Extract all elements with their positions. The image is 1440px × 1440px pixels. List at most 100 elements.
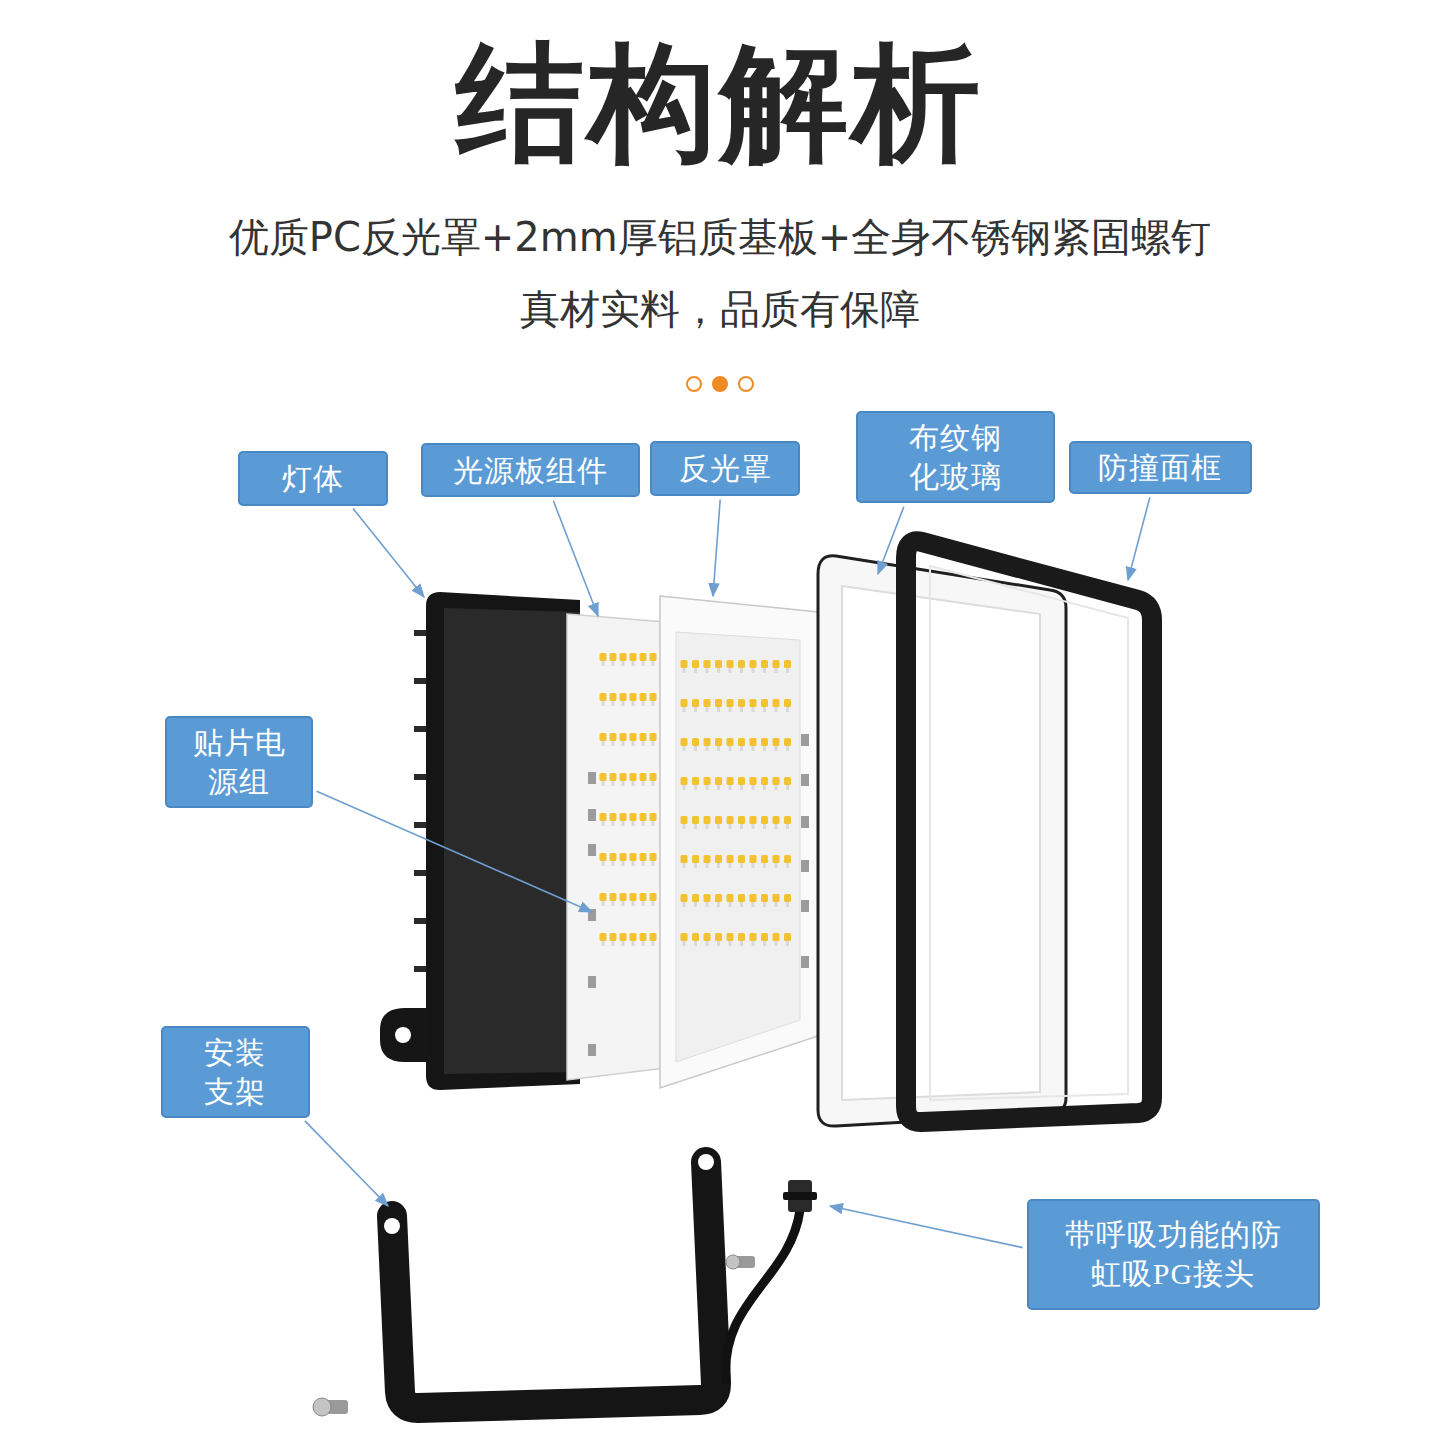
led-body [640,653,647,661]
mount-bracket [392,1162,716,1408]
led-body [681,738,688,746]
led-lead [612,861,615,866]
part-label: 灯体 [282,459,344,498]
led-lead [706,785,709,790]
bracket-hole [384,1218,400,1234]
led-lead [775,668,778,673]
led-chip [640,693,647,706]
led-body [761,738,768,746]
led-body [715,738,722,746]
leader-line [1128,497,1150,580]
led-body [600,933,607,941]
label-box: 灯体 [238,451,388,506]
led-chip [630,933,637,946]
led-lead [775,785,778,790]
led-body [750,933,757,941]
led-lead [632,821,635,826]
led-lead [763,707,766,712]
led-lead [775,941,778,946]
led-lead [740,785,743,790]
led-body [610,693,617,701]
led-body [715,933,722,941]
led-lead [632,661,635,666]
led-chip [640,853,647,866]
led-lead [602,901,605,906]
led-lead [642,701,645,706]
led-body [600,813,607,821]
led-body [704,660,711,668]
led-lead [642,901,645,906]
led-chip [715,660,722,673]
led-chip [681,816,688,829]
led-body [620,733,627,741]
glass-pane [842,586,1040,1100]
led-body [610,813,617,821]
led-lead [622,661,625,666]
led-chip [630,733,637,746]
led-body [761,660,768,668]
title-wrap: 结构解析 [0,18,1440,191]
led-body [773,816,780,824]
led-chip [761,894,768,907]
led-chip [727,777,734,790]
led-lead [683,707,686,712]
led-body [640,733,647,741]
led-chip [738,894,745,907]
led-body [692,660,699,668]
led-body [704,699,711,707]
led-lead [694,707,697,712]
led-chip [610,813,617,826]
led-chip [620,773,627,786]
led-lead [775,824,778,829]
led-body [692,738,699,746]
leader-line [305,1121,388,1206]
led-body [692,816,699,824]
led-body [630,653,637,661]
led-body [600,893,607,901]
led-lead [729,668,732,673]
led-body [692,855,699,863]
led-chip [692,738,699,751]
led-chip [692,699,699,712]
led-body [704,738,711,746]
led-chip [681,699,688,712]
led-chip [727,816,734,829]
led-body [610,773,617,781]
led-lead [717,941,720,946]
led-body [610,893,617,901]
led-chip [738,816,745,829]
led-lead [652,821,655,826]
leader-line [553,501,598,616]
led-lead [740,746,743,751]
led-lead [683,824,686,829]
led-chip [784,933,791,946]
led-lead [752,902,755,907]
led-body [750,816,757,824]
led-body [692,777,699,785]
led-array [681,660,792,946]
led-lead [786,707,789,712]
led-body [600,693,607,701]
led-chip [610,773,617,786]
led-lead [622,861,625,866]
led-lead [706,863,709,868]
led-body [750,777,757,785]
led-lead [729,902,732,907]
led-chip [738,738,745,751]
board-pad [588,772,596,784]
led-body [630,893,637,901]
led-body [681,933,688,941]
led-lead [602,661,605,666]
led-lead [775,863,778,868]
screw [313,1398,348,1416]
led-chip [681,855,688,868]
led-lead [775,746,778,751]
led-lead [786,785,789,790]
led-chip [715,699,722,712]
led-chip [620,933,627,946]
led-body [773,933,780,941]
led-body [692,699,699,707]
leader-line [317,791,592,912]
led-body [715,699,722,707]
led-body [738,660,745,668]
